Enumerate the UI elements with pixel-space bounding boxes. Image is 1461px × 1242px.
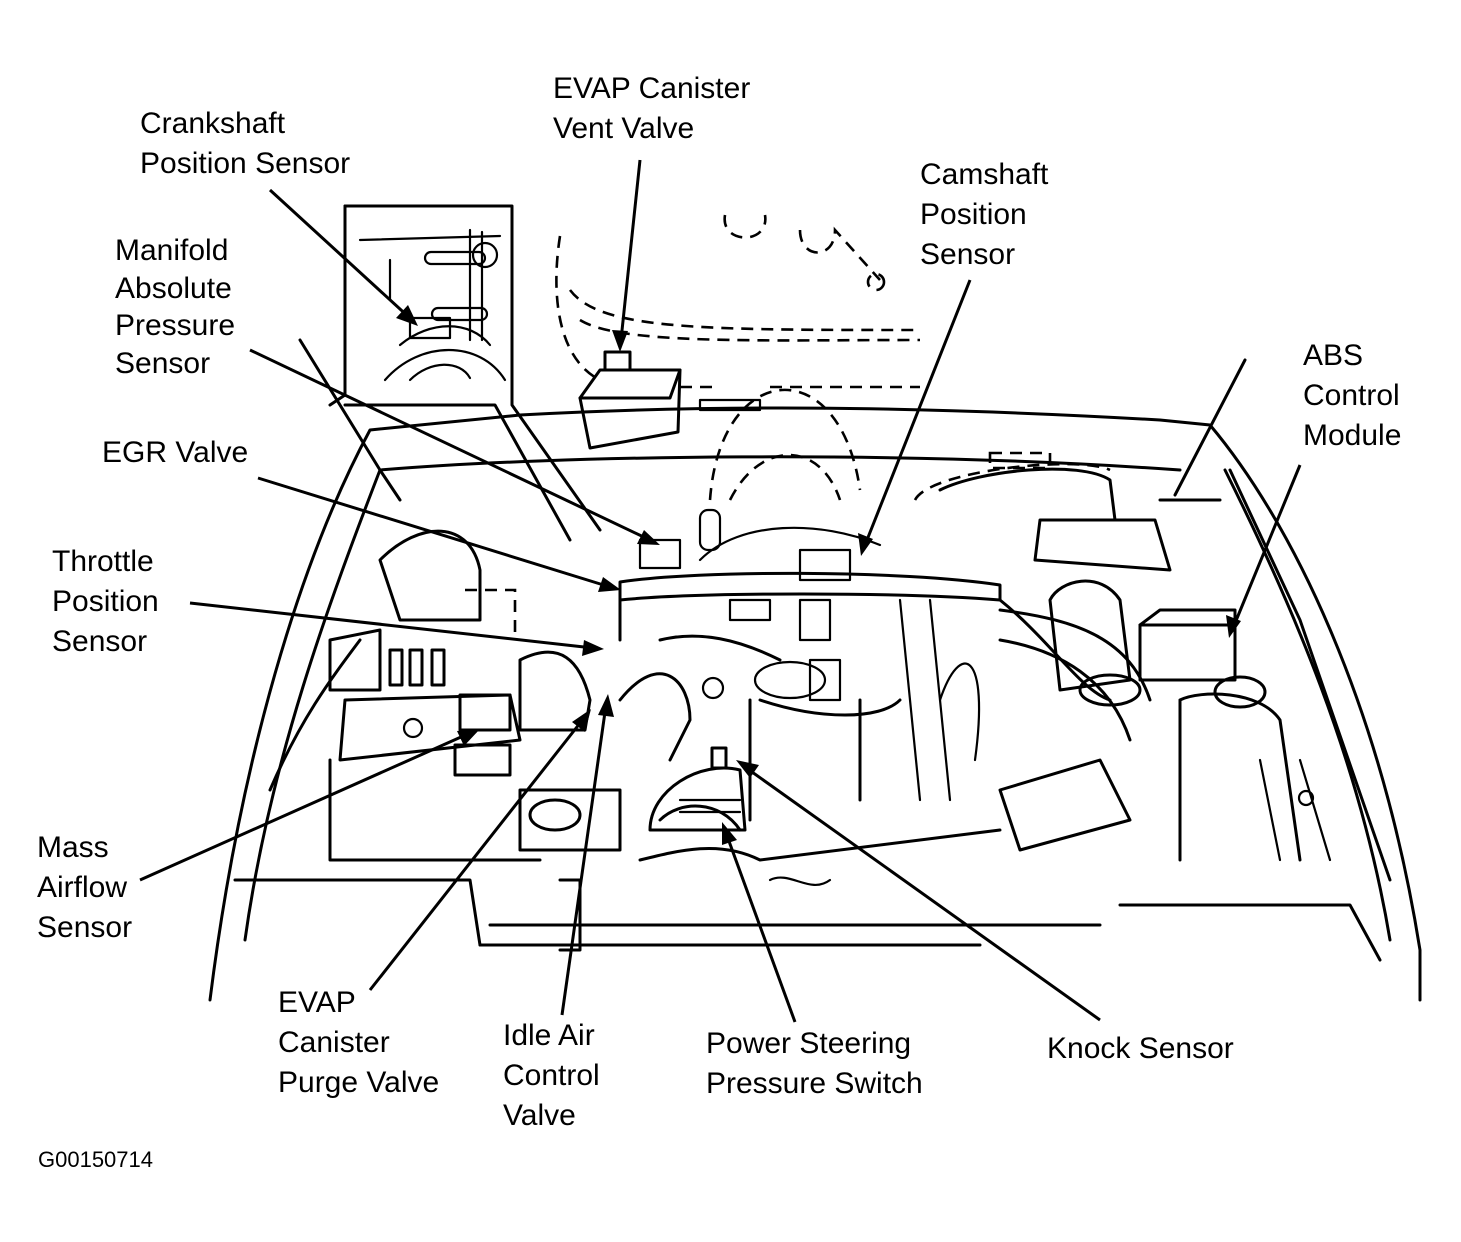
pointer-tps — [189, 601, 594, 650]
callout-arrows — [139, 159, 1302, 1023]
arrowhead-evap-purge — [572, 709, 591, 732]
label-manifold-absolute-pressure-sensor: Manifold Absolute Pressure Sensor — [115, 234, 236, 380]
evap-canister-drawing — [555, 214, 921, 501]
right-side-drawing — [998, 468, 1392, 882]
label-egr-valve: EGR Valve — [102, 436, 249, 469]
pointer-crankshaft — [268, 188, 414, 322]
label-power-steering-pressure-switch: Power Steering Pressure Switch — [706, 1027, 923, 1100]
arrowhead-abs — [1226, 615, 1241, 638]
arrowhead-tps — [582, 640, 604, 656]
left-side-drawing — [328, 529, 622, 952]
pointer-map — [249, 348, 651, 542]
vehicle-body-outline — [208, 338, 1422, 1002]
label-idle-air-control-valve: Idle Air Control Valve — [503, 1019, 600, 1132]
arrowhead-maf — [457, 729, 480, 746]
arrowhead-camshaft — [858, 533, 873, 556]
power-steering-pump-drawing — [638, 746, 1002, 886]
label-evap-canister-vent-valve: EVAP Canister Vent Valve — [553, 72, 751, 145]
arrowhead-iac — [598, 694, 614, 717]
arrowhead-knock — [736, 760, 759, 778]
pointer-abs — [1231, 464, 1302, 629]
label-knock-sensor: Knock Sensor — [1047, 1032, 1234, 1065]
pointer-maf — [139, 731, 471, 882]
pointer-evap-vent — [619, 159, 642, 341]
label-mass-airflow-sensor: Mass Airflow Sensor — [37, 831, 133, 944]
pointer-evap-purge — [368, 717, 586, 991]
arrowhead-egr — [598, 577, 621, 592]
pointer-egr — [257, 476, 611, 589]
engine-top-drawing — [518, 451, 1267, 822]
label-camshaft-position-sensor: Camshaft Position Sensor — [920, 158, 1049, 271]
pointer-ps-switch — [724, 832, 797, 1023]
figure-id: G00150714 — [38, 1147, 153, 1172]
arrowhead-ps-switch — [722, 822, 737, 845]
label-abs-control-module: ABS Control Module — [1303, 339, 1402, 452]
pointer-iac — [560, 704, 608, 1016]
arrowhead-crankshaft — [396, 305, 418, 326]
pointer-knock — [744, 765, 1101, 1022]
arrowhead-map — [637, 530, 660, 545]
label-evap-canister-purge-valve: EVAP Canister Purge Valve — [278, 986, 440, 1099]
pointer-camshaft — [863, 279, 972, 546]
label-crankshaft-position-sensor: Crankshaft Position Sensor — [140, 107, 351, 180]
label-throttle-position-sensor: Throttle Position Sensor — [52, 545, 159, 658]
crankshaft-inset — [328, 204, 602, 542]
arrowhead-evap-vent — [612, 330, 628, 352]
